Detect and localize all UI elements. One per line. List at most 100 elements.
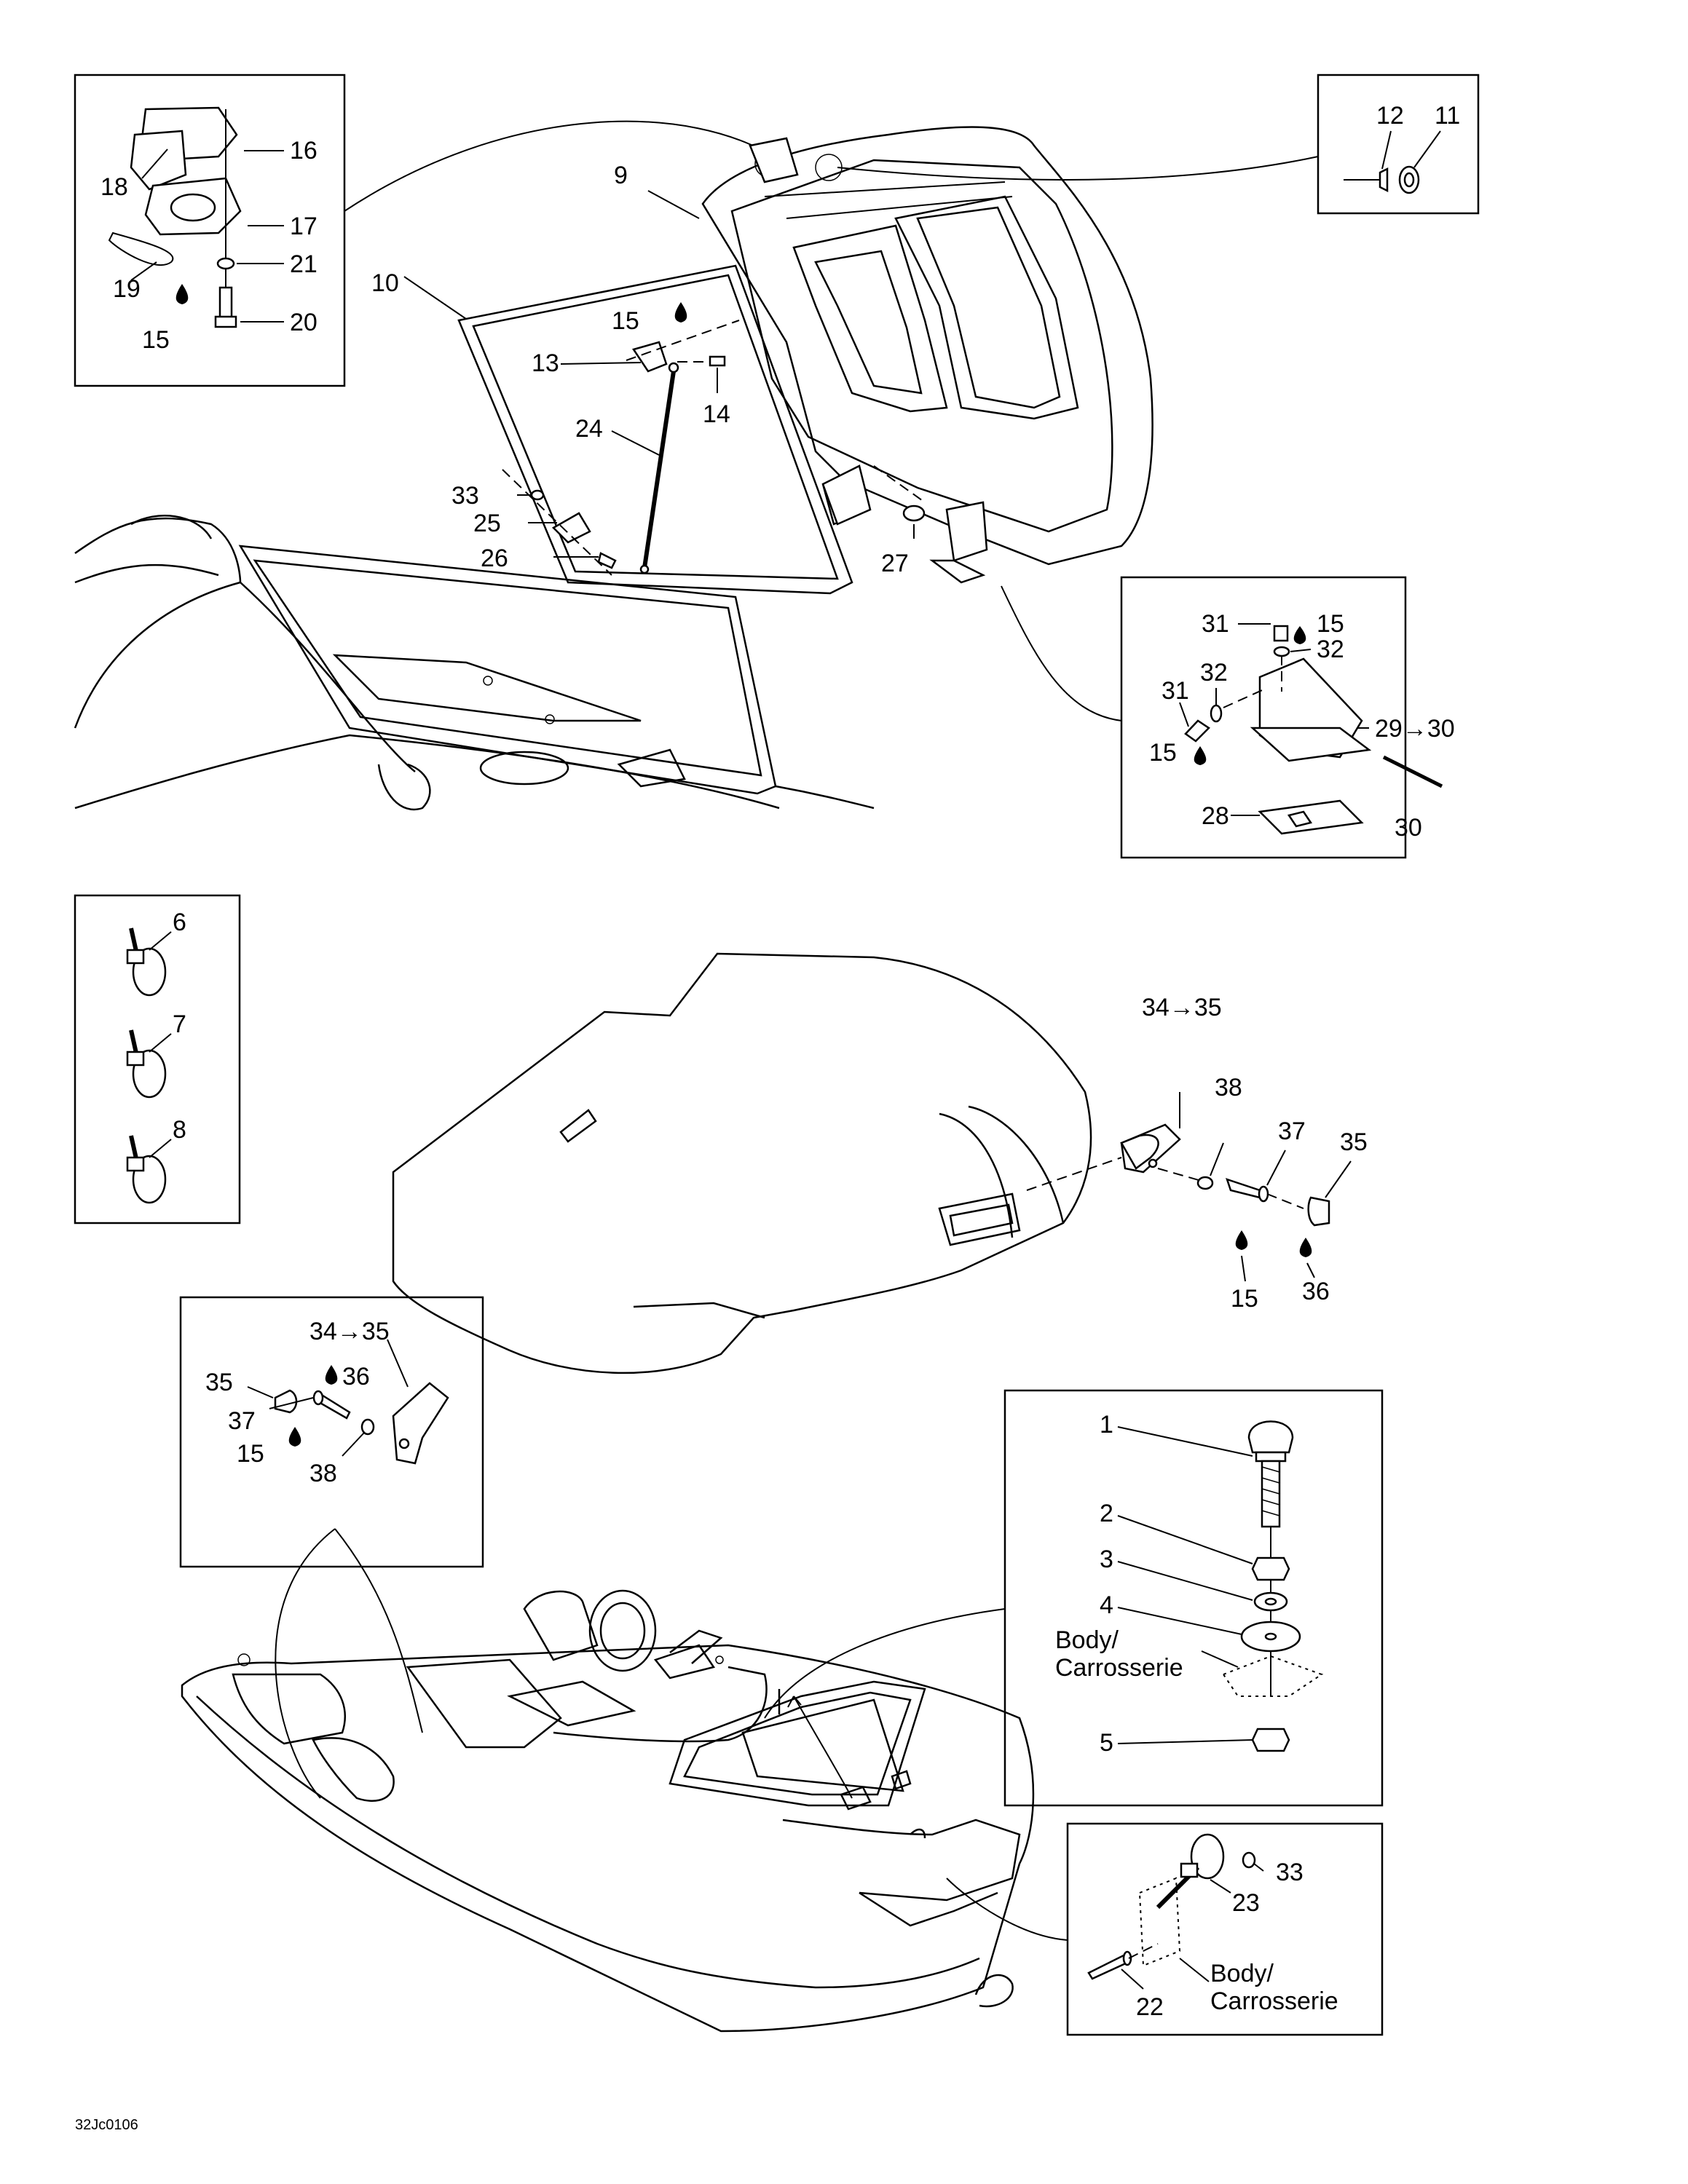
rivet-assembly bbox=[1344, 130, 1441, 194]
screw-37 bbox=[1226, 1178, 1261, 1199]
sealant-drop-icon bbox=[1235, 1230, 1248, 1250]
label-15-handle-right: 15 bbox=[1231, 1285, 1258, 1313]
label-15-hinge-side: 15 bbox=[1149, 739, 1177, 767]
sealant-drop-icon bbox=[288, 1427, 301, 1447]
nut-2 bbox=[1251, 1556, 1290, 1581]
inset-latch bbox=[74, 74, 346, 387]
storage-lid-9 bbox=[701, 126, 1153, 566]
label-34-35-left: 34→35 bbox=[309, 1318, 390, 1345]
leader-bumper-inset bbox=[764, 1608, 1006, 1719]
sealant-drop-icon bbox=[1293, 626, 1306, 644]
label-11: 11 bbox=[1435, 102, 1460, 130]
body-panel-2 bbox=[1138, 1877, 1181, 1967]
screw-31-side bbox=[1184, 719, 1210, 743]
body-label-line2: Carrosserie bbox=[1055, 1654, 1183, 1682]
hinge-assembly bbox=[1179, 623, 1443, 835]
washer-33-inset bbox=[1242, 1851, 1256, 1869]
body-panel bbox=[1222, 1655, 1324, 1697]
cap-35 bbox=[1307, 1196, 1330, 1227]
nut-5 bbox=[1251, 1728, 1290, 1752]
label-15-lid: 15 bbox=[612, 307, 639, 335]
latch-spring-19 bbox=[108, 232, 174, 266]
washer-38-inset bbox=[360, 1418, 375, 1436]
label-35-right: 35 bbox=[1340, 1128, 1368, 1156]
boat-deck-partial bbox=[74, 515, 875, 811]
label-6: 6 bbox=[173, 909, 186, 936]
leader-handle-left bbox=[275, 1528, 336, 1799]
label-13: 13 bbox=[532, 349, 559, 377]
handle-34-inset bbox=[392, 1382, 449, 1465]
washer-33 bbox=[530, 489, 545, 501]
arrow-storage bbox=[793, 1696, 853, 1799]
lid-seal-10 bbox=[457, 264, 853, 595]
screw-20-head bbox=[214, 315, 237, 328]
washer-21 bbox=[216, 257, 235, 270]
label-4: 4 bbox=[1100, 1591, 1113, 1619]
cap-35-inset bbox=[274, 1389, 298, 1414]
label-23: 23 bbox=[1232, 1889, 1260, 1917]
body-label-b-line2: Carrosserie bbox=[1210, 1987, 1338, 2015]
sealant-drop-icon bbox=[674, 302, 687, 323]
drawing-code: 32Jc0106 bbox=[75, 2117, 138, 2133]
sealant-drop-icon bbox=[325, 1365, 338, 1385]
sealant-drop-icon bbox=[1194, 746, 1207, 765]
bracket-13 bbox=[632, 341, 668, 373]
latch-on-lid bbox=[749, 137, 799, 183]
bumper-1-head bbox=[1247, 1420, 1294, 1454]
body-label-b-line1: Body/ bbox=[1210, 1960, 1274, 1987]
label-21: 21 bbox=[290, 250, 318, 278]
label-25: 25 bbox=[473, 510, 501, 537]
boat-hull bbox=[181, 1589, 1035, 2033]
plate-25 bbox=[551, 512, 591, 544]
inset-rivet bbox=[1317, 74, 1480, 215]
latch-assembly bbox=[108, 106, 284, 328]
label-15-latch: 15 bbox=[142, 326, 170, 354]
label-15-hinge-top: 15 bbox=[1317, 610, 1344, 638]
handle-assembly-right bbox=[1026, 1092, 1352, 1282]
gas-strut-24 bbox=[639, 362, 679, 574]
washer-32-top bbox=[1273, 646, 1290, 657]
leader-rivet-inset bbox=[837, 156, 1319, 181]
washer-38 bbox=[1196, 1176, 1214, 1190]
label-27: 27 bbox=[881, 550, 909, 577]
label-37-left: 37 bbox=[228, 1407, 256, 1435]
cable-tie-body-assembly bbox=[1087, 1833, 1264, 1990]
bumper-27 bbox=[902, 505, 926, 522]
label-30: 30 bbox=[1395, 814, 1422, 842]
rivet-26 bbox=[597, 552, 617, 569]
label-20: 20 bbox=[290, 309, 318, 336]
label-35-left: 35 bbox=[205, 1369, 233, 1396]
label-2: 2 bbox=[1100, 1500, 1113, 1527]
label-33-lid: 33 bbox=[451, 482, 479, 510]
inset-bumper bbox=[1003, 1389, 1384, 1807]
label-29-30: 29→30 bbox=[1375, 715, 1455, 743]
cable-tie-8 bbox=[126, 1135, 167, 1204]
label-12: 12 bbox=[1376, 102, 1404, 130]
label-14: 14 bbox=[703, 400, 730, 428]
rivet-12 bbox=[1379, 167, 1389, 193]
label-34-35-right: 34→35 bbox=[1142, 994, 1222, 1021]
inset-handle bbox=[179, 1296, 484, 1568]
label-10: 10 bbox=[371, 269, 399, 297]
hinge-right bbox=[945, 501, 988, 562]
label-17: 17 bbox=[290, 213, 318, 240]
bumper-assembly bbox=[1117, 1420, 1324, 1752]
label-24: 24 bbox=[575, 415, 603, 443]
label-22: 22 bbox=[1136, 1993, 1164, 2021]
label-15-handle-left: 15 bbox=[237, 1440, 264, 1468]
screw-20-shank bbox=[218, 286, 233, 320]
cable-tie-7 bbox=[126, 1029, 167, 1099]
label-32-top: 32 bbox=[1317, 636, 1344, 663]
screw-31-top bbox=[1273, 625, 1289, 642]
label-38-left: 38 bbox=[309, 1460, 337, 1487]
sealant-drop-icon bbox=[175, 284, 189, 304]
leader-latch-inset bbox=[344, 120, 780, 212]
handle-assembly-left bbox=[247, 1339, 449, 1465]
label-31-top: 31 bbox=[1202, 610, 1229, 638]
label-33-inset: 33 bbox=[1276, 1859, 1304, 1886]
cable-ties bbox=[126, 927, 172, 1204]
label-1: 1 bbox=[1100, 1411, 1113, 1439]
body-label-line1: Body/ bbox=[1055, 1626, 1119, 1654]
